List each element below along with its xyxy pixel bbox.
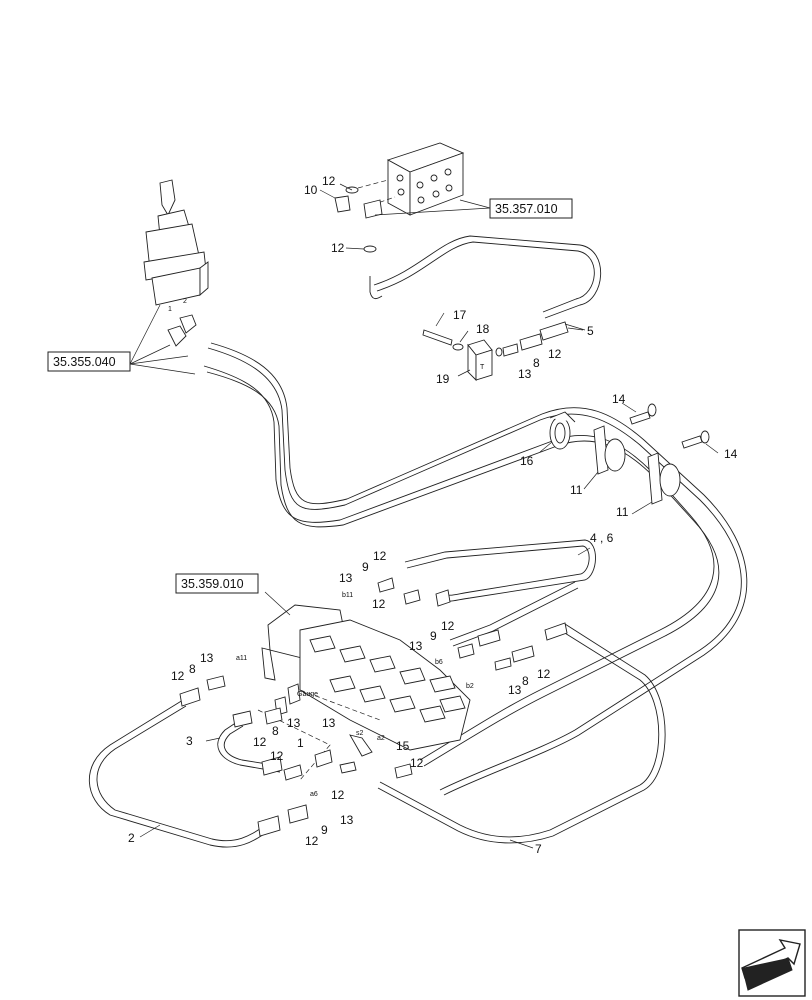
ref-box-control-valve: 35.359.010 — [175, 573, 259, 594]
port-label-gauge: Gauge — [297, 691, 318, 698]
port-label-b11: b11 — [342, 592, 353, 599]
callout-16: 16 — [520, 454, 534, 468]
callout-12: 12 — [171, 669, 185, 683]
callout-3: 3 — [186, 734, 193, 748]
port-label-t: T — [480, 364, 485, 371]
callout-13: 13 — [340, 813, 354, 827]
port-label-2: 2 — [183, 298, 187, 305]
callout-12: 12 — [322, 174, 336, 188]
callout-13: 13 — [339, 571, 353, 585]
hose-3 — [217, 719, 281, 773]
callout-numbers: 12 10 12 17 18 5 12 8 13 19 14 14 16 11 … — [128, 174, 738, 856]
port-label-b6: b6 — [435, 659, 443, 666]
fittings — [179, 577, 568, 837]
callout-12: 12 — [410, 756, 424, 770]
callout-2: 2 — [128, 831, 135, 845]
tee-block-19: T — [422, 321, 569, 382]
port-label-s2: s2 — [356, 730, 364, 737]
ref-box-joystick: 35.355.040 — [47, 351, 131, 372]
callout-9: 9 — [362, 560, 369, 574]
hose-2 — [88, 699, 271, 848]
joystick-assembly: 1 2 — [143, 179, 209, 347]
callout-12: 12 — [331, 241, 345, 255]
callout-15: 15 — [396, 739, 410, 753]
callout-8: 8 — [189, 662, 196, 676]
callout-9: 9 — [430, 629, 437, 643]
port-label-a11: a11 — [236, 655, 247, 662]
callout-12: 12 — [305, 834, 319, 848]
callout-17: 17 — [453, 308, 467, 322]
port-label-1: 1 — [168, 306, 172, 313]
ref-label-joystick: 35.355.040 — [53, 355, 116, 369]
callout-12: 12 — [441, 619, 455, 633]
callout-13: 13 — [518, 367, 532, 381]
callout-8: 8 — [522, 674, 529, 688]
callout-5: 5 — [587, 324, 594, 338]
callout-11: 11 — [616, 505, 629, 519]
callout-8: 8 — [533, 356, 540, 370]
callout-12: 12 — [373, 549, 387, 563]
callout-9: 9 — [321, 823, 328, 837]
ref-label-control-valve: 35.359.010 — [181, 577, 244, 591]
callout-14: 14 — [724, 447, 738, 461]
callout-13: 13 — [508, 683, 522, 697]
callout-18: 18 — [476, 322, 490, 336]
callout-12: 12 — [372, 597, 386, 611]
callout-19: 19 — [436, 372, 450, 386]
next-page-arrow-icon[interactable] — [738, 929, 806, 997]
main-control-valve: b11 a11 b6 b2 a2 a6 s2 Gauge — [236, 592, 474, 798]
ref-box-valve-block: 35.357.010 — [489, 198, 573, 219]
callout-13: 13 — [200, 651, 214, 665]
callout-1: 1 — [297, 736, 304, 750]
callout-8: 8 — [272, 724, 279, 738]
callout-13: 13 — [322, 716, 336, 730]
callout-10: 10 — [304, 183, 318, 197]
leader-lines — [129, 183, 719, 849]
port-label-a2: a2 — [377, 735, 385, 742]
port-label-a6: a6 — [310, 791, 318, 798]
callout-13: 13 — [287, 716, 301, 730]
callout-12: 12 — [331, 788, 345, 802]
callout-7: 7 — [535, 842, 542, 856]
callout-4-6: 4 , 6 — [590, 531, 614, 545]
hose-bundle-joystick — [203, 342, 748, 796]
callout-12: 12 — [253, 735, 267, 749]
callout-14: 14 — [612, 392, 626, 406]
callout-12: 12 — [537, 667, 551, 681]
pilot-valve-block — [334, 142, 465, 253]
hose-7 — [377, 623, 666, 844]
callout-12: 12 — [548, 347, 562, 361]
callout-13: 13 — [409, 639, 423, 653]
hose-clamps — [549, 403, 710, 505]
hose-5 — [369, 235, 602, 319]
ref-label-valve-block: 35.357.010 — [495, 202, 558, 216]
port-label-b2: b2 — [466, 683, 474, 690]
callout-11: 11 — [570, 483, 583, 497]
callout-12: 12 — [270, 749, 284, 763]
